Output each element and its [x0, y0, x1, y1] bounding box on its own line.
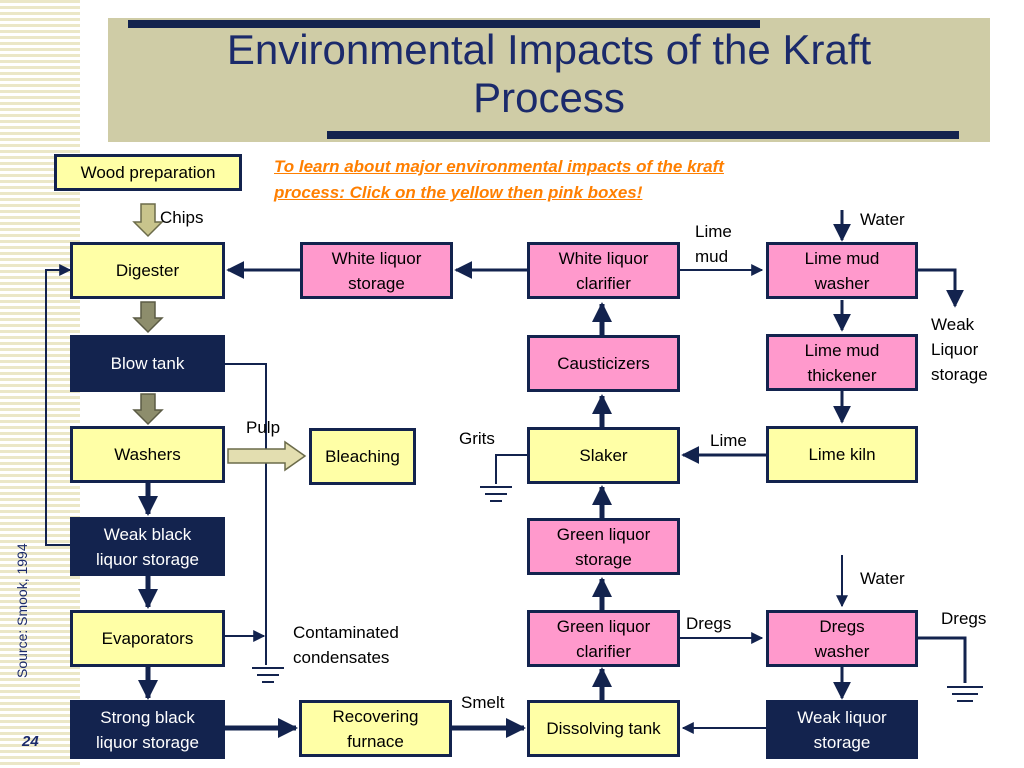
evaporators-box[interactable]: Evaporators	[70, 610, 225, 667]
strong-black-label-line-2: liquor storage	[95, 732, 199, 752]
title-rule-bottom	[327, 131, 959, 139]
title-band	[108, 18, 990, 142]
dregs-washer-line-1: Dregs	[819, 616, 865, 636]
pulp-label: Pulp	[246, 418, 281, 437]
green-liquor-clarifier-line-1: Green liquor	[556, 616, 651, 636]
weak-black-label-line-2: liquor storage	[95, 549, 199, 569]
grits-label: Grits	[459, 429, 495, 448]
slaker-label: Slaker	[579, 446, 628, 465]
digester-box[interactable]: Digester	[70, 242, 225, 299]
slaker-box[interactable]: Slaker	[527, 427, 680, 484]
bleaching-label: Bleaching	[325, 447, 400, 466]
lime-mud-washer-box[interactable]: Lime mud washer	[766, 242, 918, 299]
arrow-washer-to-weak-liquor	[918, 268, 964, 308]
strong-black-label-line-1: Strong black	[100, 707, 195, 727]
weak-black-liquor-storage-box: Weak black liquor storage	[70, 517, 225, 576]
page-number: 24	[22, 733, 39, 750]
condensates-line: condensates	[293, 648, 390, 667]
storage-line: storage	[931, 365, 988, 384]
weak-liquor-storage-line-1: Weak liquor	[797, 707, 887, 727]
white-liquor-storage-line-2: storage	[348, 273, 405, 293]
green-liquor-storage-line-1: Green liquor	[556, 524, 651, 544]
lime-mud-washer-line-1: Lime mud	[804, 248, 880, 268]
causticizers-label: Causticizers	[557, 354, 650, 373]
lime-mud-washer-line-2: washer	[814, 273, 870, 293]
note-line-1: To learn about major environmental impac…	[274, 157, 724, 176]
weak-liquor-storage-out-label: Weak Liquor storage	[931, 312, 988, 387]
liquor-line: Liquor	[931, 340, 979, 359]
note-line-2: process: Click on the yellow then pink b…	[274, 183, 643, 202]
dregs-washer-line-2: washer	[814, 641, 870, 661]
digester-label: Digester	[115, 261, 180, 280]
lime-kiln-label: Lime kiln	[808, 445, 876, 464]
weak-liquor-storage-box: Weak liquor storage	[766, 700, 918, 759]
white-liquor-clarifier-line-2: clarifier	[576, 273, 631, 293]
title-rule-top	[128, 20, 760, 28]
blow-tank-label: Blow tank	[110, 354, 185, 373]
line-dregs-out	[918, 636, 967, 683]
washers-box[interactable]: Washers	[70, 426, 225, 483]
white-liquor-clarifier-box[interactable]: White liquor clarifier	[527, 242, 680, 299]
recovering-furnace-line-1: Recovering	[332, 706, 419, 726]
green-liquor-storage-line-2: storage	[575, 549, 632, 569]
dissolving-tank-label: Dissolving tank	[546, 719, 661, 738]
title-line-1: Environmental Impacts of the Kraft	[226, 26, 872, 73]
white-liquor-storage-line-1: White liquor	[331, 248, 422, 268]
blow-tank-to-washers-arrow	[132, 393, 164, 426]
causticizers-box[interactable]: Causticizers	[527, 335, 680, 392]
lime-mud-line-2: mud	[695, 247, 729, 266]
chips-label: Chips	[160, 208, 204, 227]
weak-line: Weak	[931, 315, 975, 334]
green-liquor-storage-box[interactable]: Green liquor storage	[527, 518, 680, 575]
bleaching-box[interactable]: Bleaching	[309, 428, 416, 485]
washers-label: Washers	[114, 445, 181, 464]
strong-black-liquor-storage-box: Strong black liquor storage	[70, 700, 225, 759]
chips-block-arrow	[132, 203, 164, 238]
digester-to-blow-tank-arrow	[132, 301, 164, 334]
lime-mud-thickener-line-1: Lime mud	[804, 340, 880, 360]
lime-mud-line-1: Lime	[695, 222, 732, 241]
wood-preparation-box[interactable]: Wood preparation	[54, 154, 242, 191]
weak-black-label-line-1: Weak black	[103, 524, 192, 544]
dregs-washer-box[interactable]: Dregs washer	[766, 610, 918, 667]
green-liquor-clarifier-box[interactable]: Green liquor clarifier	[527, 610, 680, 667]
pulp-to-bleaching-arrow	[227, 440, 307, 472]
green-liquor-clarifier-line-2: clarifier	[576, 641, 631, 661]
decorative-stripes	[0, 0, 80, 768]
dregs-right-label: Dregs	[941, 609, 987, 628]
lime-kiln-box[interactable]: Lime kiln	[766, 426, 918, 483]
contaminated-line: Contaminated	[293, 623, 399, 642]
page-title: Environmental Impacts of the Kraft Proce…	[108, 26, 990, 122]
lime-mud-thickener-box[interactable]: Lime mud thickener	[766, 334, 918, 391]
recovering-furnace-line-2: furnace	[347, 731, 404, 751]
water-top-label: Water	[860, 210, 905, 229]
contaminated-condensates-label: Contaminated condensates	[293, 620, 399, 670]
dissolving-tank-box[interactable]: Dissolving tank	[527, 700, 680, 757]
white-liquor-storage-box[interactable]: White liquor storage	[300, 242, 453, 299]
dregs-left-label: Dregs	[686, 614, 732, 633]
loop-weak-black-to-digester	[45, 264, 72, 546]
lime-mud-label: Lime mud	[695, 219, 732, 269]
evaporators-label: Evaporators	[101, 629, 194, 648]
line-grits-out	[495, 454, 527, 484]
lime-mud-thickener-line-2: thickener	[807, 365, 877, 385]
weak-liquor-storage-line-2: storage	[813, 732, 871, 752]
title-line-2: Process	[473, 74, 625, 121]
recovering-furnace-box[interactable]: Recovering furnace	[299, 700, 452, 757]
white-liquor-clarifier-line-1: White liquor	[558, 248, 649, 268]
blow-tank-box: Blow tank	[70, 335, 225, 392]
lime-label: Lime	[710, 431, 747, 450]
smelt-label: Smelt	[461, 693, 505, 712]
wood-preparation-label: Wood preparation	[80, 163, 216, 182]
line-blow-tank-to-condensates	[225, 363, 267, 665]
water-bottom-label: Water	[860, 569, 905, 588]
instruction-note: To learn about major environmental impac…	[274, 154, 914, 206]
